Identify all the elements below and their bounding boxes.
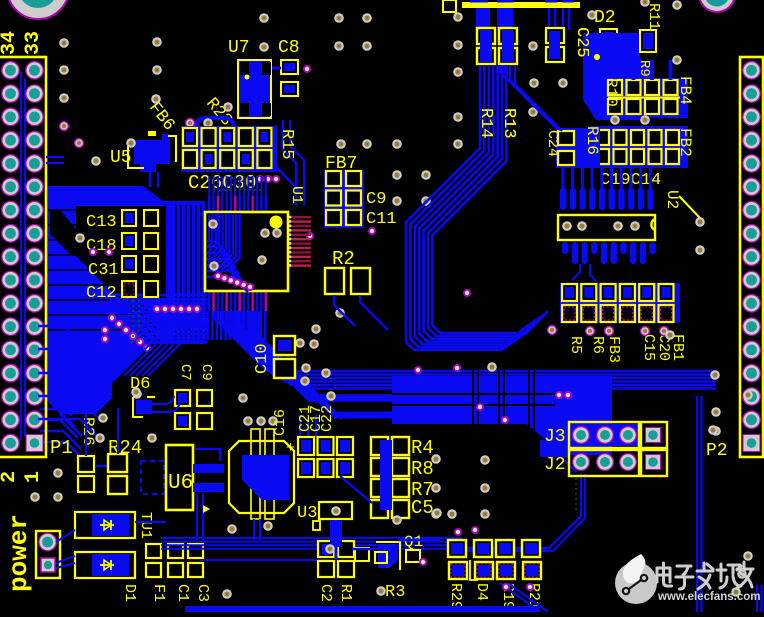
svg-text:FB4: FB4: [676, 76, 694, 105]
svg-text:U3: U3: [297, 504, 317, 523]
svg-text:J3: J3: [544, 427, 566, 447]
svg-text:U7: U7: [228, 38, 250, 58]
svg-text:33: 33: [22, 31, 45, 55]
svg-text:R10: R10: [602, 78, 620, 107]
svg-text:C5: C5: [411, 497, 434, 519]
svg-text:R2: R2: [332, 248, 355, 270]
svg-text:R7: R7: [411, 479, 434, 501]
svg-text:FB7: FB7: [325, 154, 357, 174]
svg-text:P1: P1: [50, 437, 73, 459]
svg-text:F1: F1: [150, 584, 167, 602]
svg-text:U2: U2: [663, 190, 681, 209]
svg-text:R13: R13: [499, 108, 518, 139]
svg-text:R13: R13: [499, 108, 518, 139]
svg-text:R5: R5: [567, 336, 584, 354]
svg-text:FB1: FB1: [669, 334, 686, 361]
svg-text:www.elecfans.com: www.elecfans.com: [657, 591, 760, 603]
svg-text:C13: C13: [86, 213, 117, 232]
svg-text:R26: R26: [79, 417, 97, 446]
svg-text:R11: R11: [645, 3, 662, 30]
svg-text:C16: C16: [272, 409, 289, 436]
svg-text:R9: R9: [636, 60, 652, 77]
svg-text:U6: U6: [168, 472, 193, 495]
svg-text:R14: R14: [476, 108, 495, 139]
svg-text:C21: C21: [297, 405, 314, 432]
svg-text:C31: C31: [88, 261, 119, 280]
svg-text:R1: R1: [337, 584, 354, 602]
svg-text:C25: C25: [572, 27, 591, 58]
svg-text:P2: P2: [706, 441, 728, 461]
svg-text:C9: C9: [366, 190, 386, 209]
svg-text:TU1: TU1: [137, 512, 154, 539]
svg-text:C2: C2: [317, 584, 334, 602]
svg-text:U1: U1: [288, 186, 305, 204]
svg-text:2: 2: [0, 471, 21, 483]
svg-text:R29: R29: [447, 583, 464, 610]
svg-text:R15: R15: [277, 129, 296, 160]
svg-text:C11: C11: [366, 210, 397, 229]
svg-text:C20: C20: [655, 334, 672, 361]
svg-text:D4: D4: [473, 583, 490, 601]
svg-text:+: +: [286, 440, 295, 457]
svg-text:C7: C7: [177, 364, 193, 381]
svg-text:C24: C24: [544, 130, 561, 157]
svg-text:R4: R4: [411, 437, 434, 459]
svg-text:FB2: FB2: [676, 128, 694, 157]
svg-text:R16: R16: [583, 126, 601, 155]
svg-text:34: 34: [0, 31, 21, 55]
svg-text:C12: C12: [86, 284, 117, 303]
svg-text:C15: C15: [640, 334, 657, 361]
svg-text:C17: C17: [308, 405, 325, 432]
svg-text:power: power: [4, 514, 34, 592]
svg-text:C3: C3: [194, 584, 211, 602]
svg-text:C9: C9: [198, 364, 214, 381]
svg-text:C10: C10: [253, 343, 272, 374]
svg-text:FB3: FB3: [605, 336, 622, 363]
svg-text:U5: U5: [110, 148, 132, 168]
svg-text:D2: D2: [594, 8, 616, 28]
svg-text:D1: D1: [121, 584, 138, 602]
svg-text:C8: C8: [278, 38, 300, 58]
svg-text:C22: C22: [319, 405, 336, 432]
svg-text:1: 1: [22, 471, 45, 483]
svg-text:Q1: Q1: [404, 533, 423, 551]
svg-text:R3: R3: [385, 583, 405, 602]
svg-text:C1: C1: [174, 584, 191, 602]
svg-text:R8: R8: [411, 458, 434, 480]
svg-text:J2: J2: [544, 455, 566, 475]
svg-text:R6: R6: [589, 336, 606, 354]
